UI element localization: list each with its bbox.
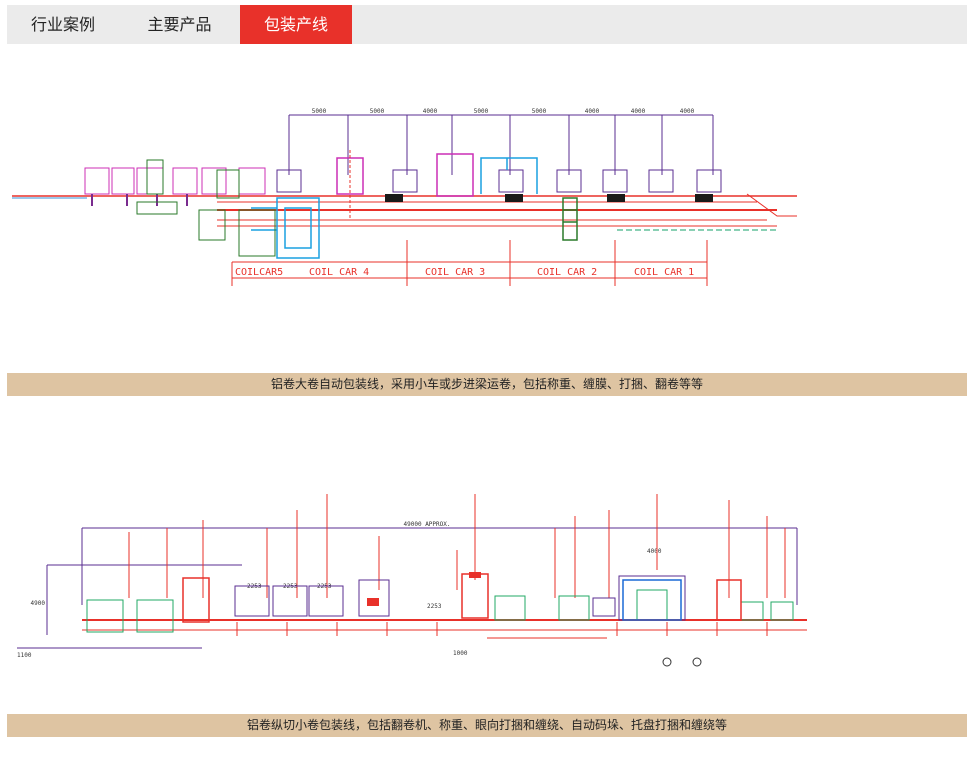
- dim-label: 5000: [370, 108, 385, 115]
- figure-caption-2: 铝卷纵切小卷包装线，包括翻卷机、称重、眼向打捆和缠绕、自动码垛、托盘打捆和缠绕等: [7, 714, 967, 737]
- coil-car-label: COIL CAR 4: [309, 267, 369, 278]
- dim-label: 2253: [427, 603, 442, 610]
- dim-label: 4900: [31, 600, 46, 607]
- dim-label: 5000: [474, 108, 489, 115]
- tab-main-products[interactable]: 主要产品: [147, 15, 212, 34]
- dim-label: 5000: [532, 108, 547, 115]
- dim-label: 5000: [312, 108, 327, 115]
- packaging-line-drawing-1: 5000 5000 4000 5000 5000 4000 4000 4000: [7, 90, 967, 310]
- dim-label: 4000: [647, 548, 662, 555]
- tab-bar: 行业案例 主要产品 包装产线: [7, 5, 967, 44]
- coil-car-label: COILCAR5: [235, 267, 283, 278]
- coil-car-label: COIL CAR 3: [425, 267, 485, 278]
- dim-label: 4000: [631, 108, 646, 115]
- figure-caption-1: 铝卷大卷自动包装线，采用小车或步进梁运卷，包括称重、缠膜、打捆、翻卷等等: [7, 373, 967, 396]
- coil-car-label: COIL CAR 1: [634, 267, 694, 278]
- coil-car-label: COIL CAR 2: [537, 267, 597, 278]
- dim-label: 4000: [585, 108, 600, 115]
- packaging-line-drawing-2: 49000 APPROX. 4900 2253 2253 2253 2253 4…: [7, 480, 967, 680]
- dim-label: 1100: [17, 652, 32, 659]
- dim-label: 49000 APPROX.: [404, 521, 451, 528]
- dim-label: 1000: [453, 650, 468, 657]
- tab-industry-cases[interactable]: 行业案例: [30, 15, 95, 34]
- dim-label: 4000: [680, 108, 695, 115]
- dim-label: 4000: [423, 108, 438, 115]
- tab-packaging-lines[interactable]: 包装产线: [240, 5, 352, 44]
